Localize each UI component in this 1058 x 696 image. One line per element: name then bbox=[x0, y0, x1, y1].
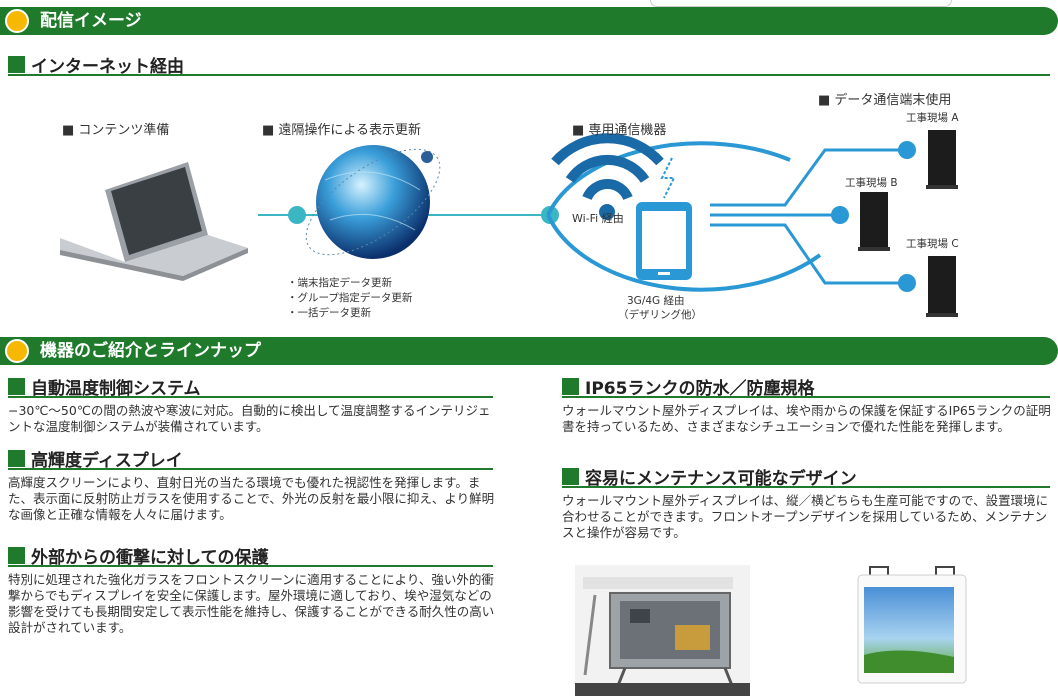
heading-temp: 自動温度制御システム bbox=[8, 374, 201, 399]
laptop-icon bbox=[60, 162, 248, 281]
heading-square-icon bbox=[562, 468, 579, 485]
heading-square-icon bbox=[8, 378, 25, 395]
heading-impact-text: 外部からの衝撃に対しての保護 bbox=[31, 548, 269, 568]
signage-icon bbox=[858, 130, 958, 317]
heading-brightness: 高輝度ディスプレイ bbox=[8, 446, 183, 471]
heading-ip65: IP65ランクの防水／防塵規格 bbox=[562, 374, 814, 399]
signal-icon bbox=[660, 157, 676, 199]
heading-square-icon bbox=[8, 450, 25, 467]
heading-rule bbox=[8, 565, 493, 567]
wifi-icon bbox=[551, 133, 664, 220]
heading-square-icon bbox=[8, 547, 25, 564]
text-ip65: ウォールマウント屋外ディスプレイは、埃や雨からの保護を保証するIP65ランクの証… bbox=[562, 403, 1051, 434]
heading-maintenance-text: 容易にメンテナンス可能なデザイン bbox=[585, 469, 857, 489]
label-device: ■ 専用通信機器 bbox=[572, 123, 667, 138]
site-b-label: 工事現場 B bbox=[845, 177, 898, 189]
section-title-lineup: 機器のご紹介とラインナップ bbox=[40, 341, 261, 361]
heading-square-icon bbox=[562, 378, 579, 395]
heading-rule bbox=[8, 74, 1050, 76]
branch-lines bbox=[710, 148, 905, 285]
delivery-diagram bbox=[60, 130, 958, 317]
product-photo-display bbox=[857, 566, 967, 684]
globe-network-icon bbox=[305, 145, 441, 259]
mobile-label-1: 3G/4G 経由 bbox=[627, 295, 685, 307]
smartphone-icon bbox=[636, 202, 692, 280]
heading-rule bbox=[8, 468, 493, 470]
section-band-delivery: 配信イメージ bbox=[0, 7, 1058, 35]
site-c-label: 工事現場 C bbox=[906, 238, 959, 250]
heading-square-icon bbox=[8, 56, 25, 73]
label-terminal: ■ データ通信端末使用 bbox=[818, 93, 952, 108]
heading-rule bbox=[8, 396, 493, 398]
site-b-dot bbox=[831, 206, 849, 224]
product-photo-open bbox=[575, 565, 750, 696]
network-arc bbox=[546, 214, 822, 292]
text-temp: −30℃〜50℃の間の熱波や寒波に対応。自動的に検出して温度調整するインテリジェ… bbox=[8, 403, 491, 434]
heading-ip65-text: IP65ランクの防水／防塵規格 bbox=[585, 379, 815, 399]
section-band-lineup: 機器のご紹介とラインナップ bbox=[0, 337, 1058, 365]
update-bullets: ・端末指定データ更新 ・グループ指定データ更新 ・一括データ更新 bbox=[287, 276, 412, 321]
bullet-item: ・端末指定データ更新 bbox=[287, 277, 392, 289]
heading-impact: 外部からの衝撃に対しての保護 bbox=[8, 543, 269, 568]
text-brightness: 高輝度スクリーンにより、直射日光の当たる環境でも優れた視認性を発揮します。また、… bbox=[8, 475, 495, 522]
label-content: ■ コンテンツ準備 bbox=[62, 123, 170, 138]
text-impact: 特別に処理された強化ガラスをフロントスクリーンに適用することにより、強い外的衝撃… bbox=[8, 572, 495, 635]
site-c-dot bbox=[898, 274, 916, 292]
heading-temp-text: 自動温度制御システム bbox=[31, 379, 201, 399]
bullet-item: ・グループ指定データ更新 bbox=[287, 292, 413, 304]
globe-icon bbox=[5, 9, 29, 33]
heading-internet: インターネット経由 bbox=[8, 52, 184, 77]
connector-dot bbox=[288, 206, 306, 224]
heading-internet-text: インターネット経由 bbox=[31, 57, 184, 77]
section-title-delivery: 配信イメージ bbox=[40, 11, 142, 31]
top-frame-edge bbox=[650, 0, 952, 7]
label-remote: ■ 遠隔操作による表示更新 bbox=[262, 123, 422, 138]
heading-rule bbox=[562, 396, 1050, 398]
text-maintenance: ウォールマウント屋外ディスプレイは、縦／横どちらも生産可能ですので、設置環境に合… bbox=[562, 493, 1049, 540]
mobile-label-2: （デザリング他） bbox=[618, 309, 702, 321]
bullet-item: ・一括データ更新 bbox=[287, 307, 371, 319]
document-icon bbox=[5, 339, 29, 363]
site-a-dot bbox=[898, 141, 916, 159]
heading-rule bbox=[562, 486, 1050, 488]
heading-maintenance: 容易にメンテナンス可能なデザイン bbox=[562, 464, 857, 489]
site-a-label: 工事現場 A bbox=[906, 112, 959, 124]
heading-brightness-text: 高輝度ディスプレイ bbox=[31, 451, 183, 471]
wifi-label: Wi-Fi 経由 bbox=[572, 212, 624, 225]
